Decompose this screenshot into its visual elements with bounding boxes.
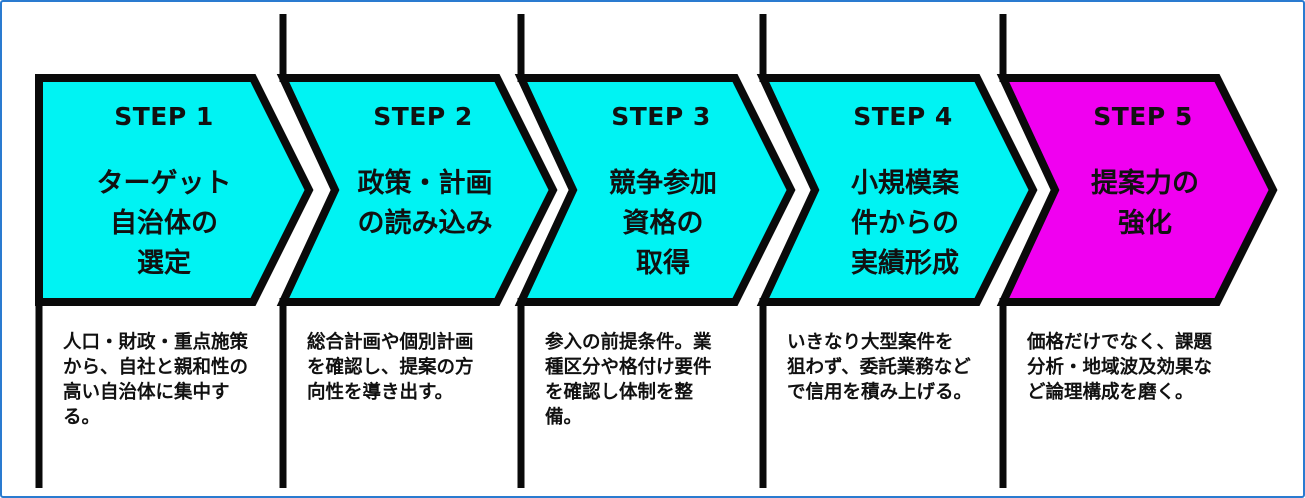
title-line: 取得 (636, 248, 690, 279)
description-line: る。 (63, 407, 101, 428)
title-line: 提案力の (1091, 168, 1199, 199)
title-line: 強化 (1118, 208, 1172, 239)
step-1-title: ターゲット自治体の選定 (44, 164, 284, 284)
description-line: 総合計画や個別計画 (307, 332, 474, 353)
title-line: 実績形成 (851, 248, 959, 279)
title-line: 競争参加 (609, 168, 717, 199)
title-line: 件からの (851, 208, 959, 239)
step-4-label: STEP 4 (853, 102, 953, 131)
step-5-chevron (996, 74, 1278, 306)
step-1-label: STEP 1 (114, 102, 214, 131)
step-3-label: STEP 3 (611, 102, 711, 131)
step-4-chevron (756, 74, 1038, 306)
title-line: ターゲット (96, 168, 232, 199)
description-line: で信用を積み上げる。 (787, 382, 973, 403)
description-line: 高い自治体に集中す (63, 382, 230, 403)
step-5-label: STEP 5 (1093, 102, 1193, 131)
step-5-description: 価格だけでなく、課題分析・地域波及効果など論理構成を磨く。 (1027, 330, 1242, 405)
step-5-title: 提案力の強化 (1025, 164, 1265, 244)
description-line: 価格だけでなく、課題 (1027, 332, 1213, 353)
description-line: 参入の前提条件。業 (545, 332, 712, 353)
step-3-description: 参入の前提条件。業種区分や格付け要件を確認し体制を整備。 (545, 330, 760, 430)
step-2-chevron (276, 74, 558, 306)
description-line: 狙わず、委託業務など (787, 357, 971, 378)
step-3-chevron (514, 74, 796, 306)
title-line: 政策・計画 (357, 168, 493, 199)
step-2-title: 政策・計画の読み込み (305, 164, 545, 244)
step-1-description: 人口・財政・重点施策から、自社と親和性の高い自治体に集中する。 (63, 330, 278, 430)
description-line: を確認し、提案の方 (307, 357, 474, 378)
title-line: の読み込み (357, 208, 493, 239)
step-3-title: 競争参加資格の取得 (543, 164, 783, 284)
description-line: 備。 (545, 407, 583, 428)
description-line: を確認し体制を整 (545, 382, 694, 403)
description-line: いきなり大型案件を (787, 332, 954, 353)
step-4-description: いきなり大型案件を狙わず、委託業務などで信用を積み上げる。 (787, 330, 1002, 405)
description-line: 人口・財政・重点施策 (63, 332, 249, 353)
title-line: 資格の (622, 208, 704, 239)
description-line: 向性を導き出す。 (307, 382, 454, 403)
title-line: 自治体の (110, 208, 218, 239)
description-line: から、自社と親和性の (63, 357, 249, 378)
title-line: 小規模案 (851, 168, 959, 199)
title-line: 選定 (137, 248, 191, 279)
description-line: 分析・地域波及効果な (1027, 357, 1213, 378)
step-4-title: 小規模案件からの実績形成 (785, 164, 1025, 284)
description-line: 種区分や格付け要件 (545, 357, 712, 378)
step-2-label: STEP 2 (373, 102, 473, 131)
step-2-description: 総合計画や個別計画を確認し、提案の方向性を導き出す。 (307, 330, 522, 405)
description-line: ど論理構成を磨く。 (1027, 382, 1194, 403)
